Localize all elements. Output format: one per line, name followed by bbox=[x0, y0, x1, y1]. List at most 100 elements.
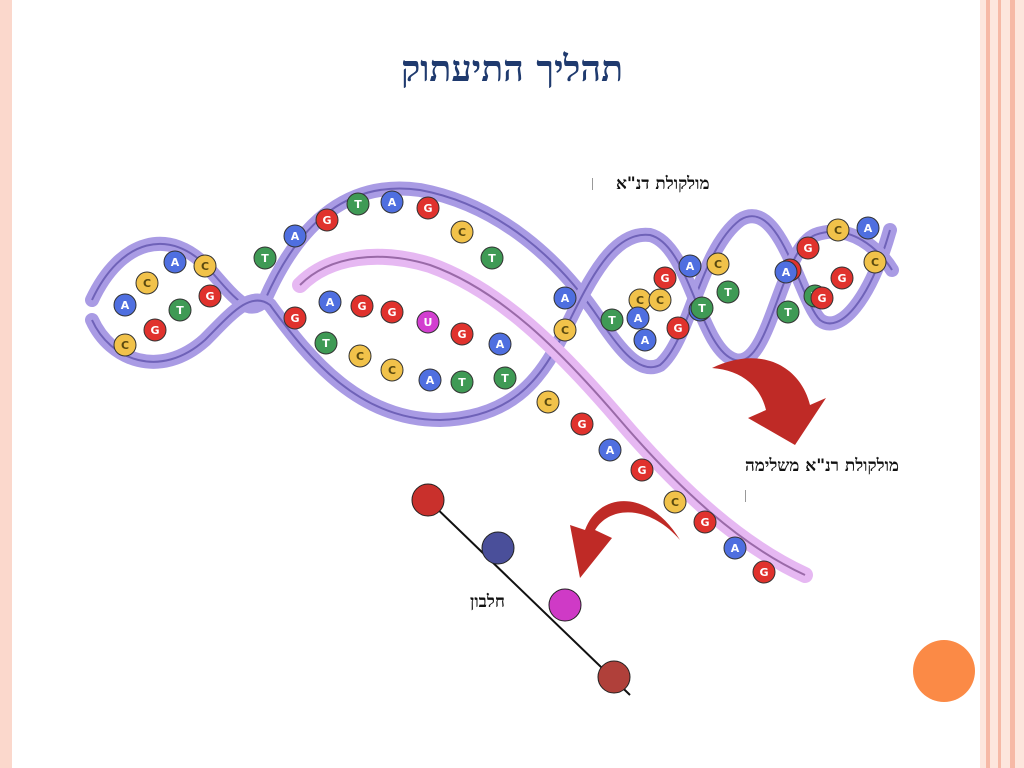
dna-molecule-label: מולקולת דנ"א bbox=[616, 174, 710, 194]
protein-label: חלבון bbox=[470, 592, 505, 612]
dna-base: A bbox=[283, 224, 307, 248]
rna-base: G bbox=[693, 510, 717, 534]
protein-chain bbox=[411, 483, 631, 696]
slide-title: תהליך התיעתוק bbox=[400, 48, 624, 90]
svg-text:G: G bbox=[673, 322, 682, 335]
svg-text:T: T bbox=[354, 198, 362, 211]
dna-base: T bbox=[253, 246, 277, 270]
dna-base: G bbox=[198, 284, 222, 308]
translation-arrow bbox=[570, 501, 680, 578]
dna-base: T bbox=[314, 331, 338, 355]
svg-text:A: A bbox=[388, 196, 397, 209]
dna-base: G bbox=[416, 196, 440, 220]
rna-molecule-label: מולקולת רנ"א משלימה bbox=[745, 456, 900, 476]
dna-base: C bbox=[553, 318, 577, 342]
svg-text:G: G bbox=[357, 300, 366, 313]
svg-text:A: A bbox=[171, 256, 180, 269]
svg-text:G: G bbox=[660, 272, 669, 285]
svg-text:C: C bbox=[356, 350, 364, 363]
dna-base: C bbox=[826, 218, 850, 242]
svg-text:G: G bbox=[759, 566, 768, 579]
amino-acid-bead bbox=[411, 483, 445, 517]
svg-text:C: C bbox=[671, 496, 679, 509]
dna-base: G bbox=[830, 266, 854, 290]
svg-text:A: A bbox=[496, 338, 505, 351]
svg-text:C: C bbox=[636, 294, 644, 307]
dna-base: C bbox=[648, 288, 672, 312]
rna-base: C bbox=[536, 390, 560, 414]
svg-text:C: C bbox=[388, 364, 396, 377]
svg-text:G: G bbox=[205, 290, 214, 303]
dna-base: G bbox=[450, 322, 474, 346]
dna-base: A bbox=[113, 293, 137, 317]
svg-text:A: A bbox=[291, 230, 300, 243]
dna-base: A bbox=[380, 190, 404, 214]
svg-text:A: A bbox=[731, 542, 740, 555]
svg-text:A: A bbox=[634, 312, 643, 325]
dna-base: C bbox=[193, 254, 217, 278]
svg-text:C: C bbox=[561, 324, 569, 337]
dna-base: A bbox=[856, 216, 880, 240]
dna-base: C bbox=[380, 358, 404, 382]
svg-text:G: G bbox=[577, 418, 586, 431]
rna-base: G bbox=[630, 458, 654, 482]
dna-base: G bbox=[796, 236, 820, 260]
svg-text:T: T bbox=[322, 337, 330, 350]
dna-base: C bbox=[113, 333, 137, 357]
rna-base: A bbox=[598, 438, 622, 462]
dna-base: G bbox=[810, 286, 834, 310]
base-layer: ACACGTGCTAGTAGCTACGACTAGCACGTTGGTAGCGCUA… bbox=[113, 190, 887, 584]
svg-text:G: G bbox=[322, 214, 331, 227]
dna-base: C bbox=[135, 271, 159, 295]
svg-text:G: G bbox=[457, 328, 466, 341]
dna-base: A bbox=[633, 328, 657, 352]
dna-base: G bbox=[653, 266, 677, 290]
dna-base: T bbox=[168, 298, 192, 322]
dna-base: C bbox=[450, 220, 474, 244]
svg-text:A: A bbox=[606, 444, 615, 457]
svg-text:A: A bbox=[426, 374, 435, 387]
dna-base: A bbox=[553, 286, 577, 310]
svg-text:U: U bbox=[424, 316, 433, 329]
svg-text:T: T bbox=[176, 304, 184, 317]
dna-base: T bbox=[716, 280, 740, 304]
rna-base: G bbox=[752, 560, 776, 584]
svg-text:C: C bbox=[544, 396, 552, 409]
dna-base: G bbox=[350, 294, 374, 318]
dna-base: A bbox=[678, 254, 702, 278]
rna-base: A bbox=[723, 536, 747, 560]
rna-base: G bbox=[570, 412, 594, 436]
svg-text:T: T bbox=[724, 286, 732, 299]
svg-text:T: T bbox=[488, 252, 496, 265]
svg-text:C: C bbox=[871, 256, 879, 269]
dna-base: A bbox=[318, 290, 342, 314]
slide-frame-right bbox=[980, 0, 1024, 768]
svg-text:T: T bbox=[458, 376, 466, 389]
svg-text:C: C bbox=[656, 294, 664, 307]
slide-frame-left bbox=[0, 0, 12, 768]
dna-base: C bbox=[863, 250, 887, 274]
dna-base: G bbox=[283, 306, 307, 330]
svg-text:G: G bbox=[837, 272, 846, 285]
dna-base: T bbox=[493, 366, 517, 390]
label-tick bbox=[745, 490, 746, 502]
dna-base: C bbox=[706, 252, 730, 276]
dna-base: T bbox=[450, 370, 474, 394]
svg-text:A: A bbox=[686, 260, 695, 273]
svg-text:C: C bbox=[121, 339, 129, 352]
svg-text:A: A bbox=[326, 296, 335, 309]
svg-text:A: A bbox=[782, 266, 791, 279]
svg-text:A: A bbox=[641, 334, 650, 347]
svg-text:C: C bbox=[458, 226, 466, 239]
amino-acid-bead bbox=[548, 588, 582, 622]
svg-text:A: A bbox=[561, 292, 570, 305]
dna-base: A bbox=[418, 368, 442, 392]
transcription-arrow bbox=[712, 358, 826, 445]
svg-text:A: A bbox=[121, 299, 130, 312]
svg-text:C: C bbox=[201, 260, 209, 273]
svg-text:C: C bbox=[834, 224, 842, 237]
svg-text:T: T bbox=[501, 372, 509, 385]
dna-base: T bbox=[480, 246, 504, 270]
orange-circle-decoration bbox=[913, 640, 975, 702]
